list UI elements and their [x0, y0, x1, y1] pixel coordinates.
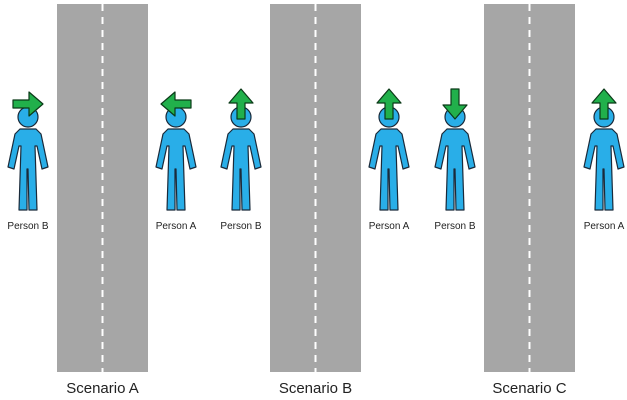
scenario-a-label: Scenario A — [66, 380, 139, 397]
road-b — [270, 4, 361, 372]
person-b — [434, 106, 476, 211]
person-a-label: Person A — [584, 221, 625, 232]
road-c — [484, 4, 575, 372]
person-b — [220, 106, 262, 211]
person-b-label: Person B — [220, 221, 261, 232]
person-a — [583, 106, 625, 211]
person-a-label: Person A — [156, 221, 197, 232]
scenario-c-label: Scenario C — [492, 380, 566, 397]
person-a — [155, 106, 197, 211]
person-a-label: Person A — [369, 221, 410, 232]
person-b-label: Person B — [434, 221, 475, 232]
scenario-a: Person B Person A Scenario A — [7, 4, 197, 397]
person-a — [368, 106, 410, 211]
person-b — [7, 106, 49, 211]
scenario-b: Person B Person A Scenario B — [220, 4, 410, 397]
scenario-c: Person B Person A Scenario C — [434, 4, 625, 397]
scenario-b-label: Scenario B — [279, 380, 352, 397]
person-b-label: Person B — [7, 221, 48, 232]
road-a — [57, 4, 148, 372]
